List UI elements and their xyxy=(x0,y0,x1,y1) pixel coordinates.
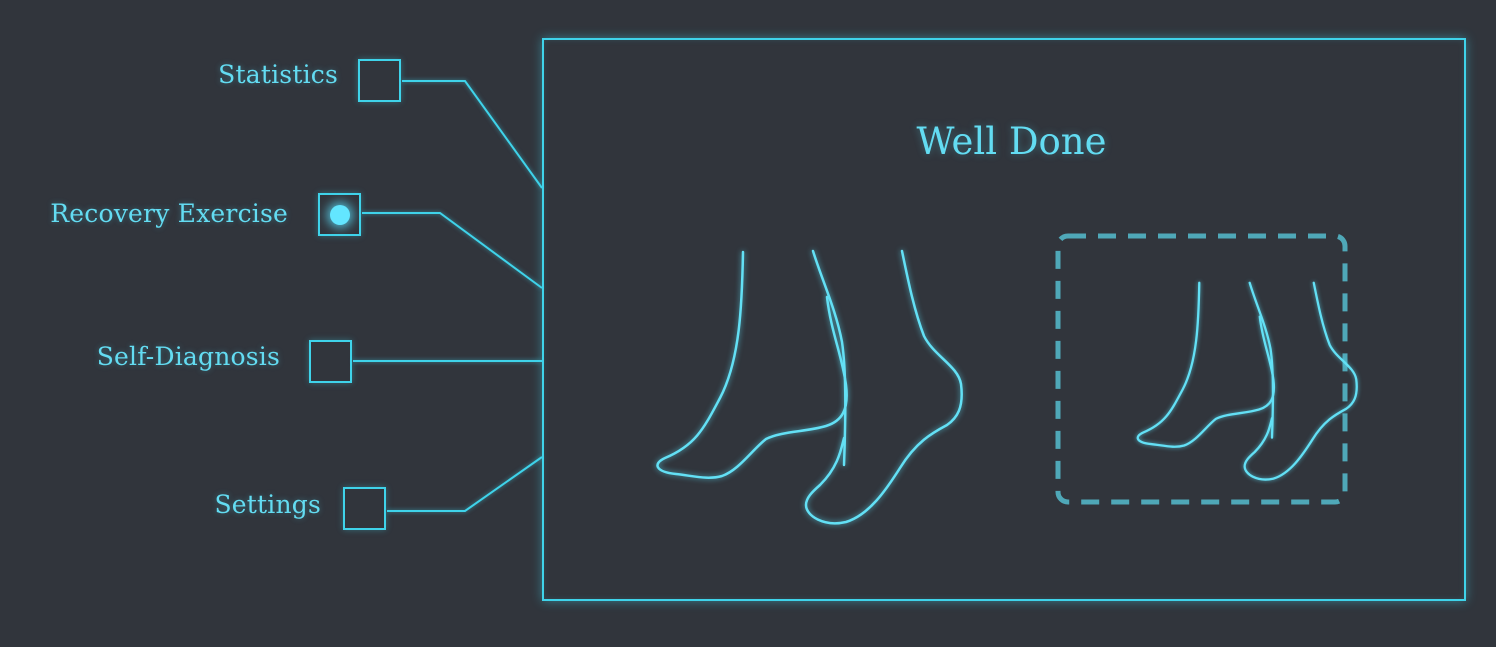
feet-pose-thumbnail-icon xyxy=(1055,233,1358,505)
menu-label-recovery-exercise[interactable]: Recovery Exercise xyxy=(50,199,288,228)
feet-illustration xyxy=(656,233,1358,525)
menu-checkbox-recovery-exercise[interactable] xyxy=(318,193,361,236)
menu-checkbox-self-diagnosis[interactable] xyxy=(309,340,352,383)
panel-title: Well Done xyxy=(916,120,1107,163)
menu-label-self-diagnosis[interactable]: Self-Diagnosis xyxy=(96,342,280,371)
thumbnail-dashed-frame xyxy=(1055,233,1348,505)
menu-checkbox-settings[interactable] xyxy=(343,487,386,530)
feet-pose-icon xyxy=(656,249,963,525)
menu-checkbox-statistics[interactable] xyxy=(358,59,401,102)
menu-label-statistics[interactable]: Statistics xyxy=(218,60,338,89)
menu-label-settings[interactable]: Settings xyxy=(214,490,321,519)
active-indicator-dot xyxy=(329,204,350,225)
exercise-panel: Well Done xyxy=(542,38,1466,601)
connector-statistics xyxy=(402,80,543,189)
connector-recovery-exercise xyxy=(362,212,543,289)
connector-settings xyxy=(387,456,543,512)
